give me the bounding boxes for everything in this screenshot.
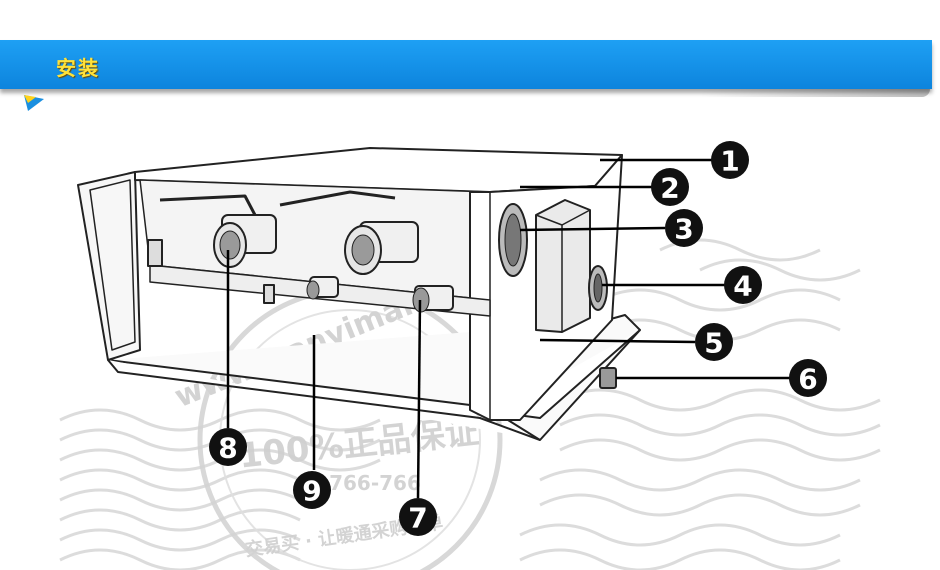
svg-text:5: 5 <box>704 327 723 360</box>
valve-left <box>213 214 277 268</box>
callout-2: 2 <box>651 168 689 206</box>
callout-8: 8 <box>209 428 247 466</box>
leader-lines <box>226 158 790 499</box>
callout-6: 6 <box>789 359 827 397</box>
svg-text:2: 2 <box>660 172 679 205</box>
valve-right <box>344 221 419 275</box>
control-box <box>535 199 591 333</box>
callout-7: 7 <box>399 498 437 536</box>
callout-1: 1 <box>711 141 749 179</box>
header-arrow-icon <box>24 95 44 111</box>
callout-5: 5 <box>695 323 733 361</box>
unit-illustration <box>77 147 641 441</box>
drain-fitting <box>599 367 617 389</box>
svg-text:8: 8 <box>218 432 237 465</box>
callout-3: 3 <box>665 209 703 247</box>
small-fitting-left <box>306 276 339 300</box>
svg-text:3: 3 <box>674 213 693 246</box>
callout-4: 4 <box>724 266 762 304</box>
svg-text:7: 7 <box>408 502 427 535</box>
section-title: 安装 <box>56 56 100 80</box>
svg-text:6: 6 <box>798 363 817 396</box>
svg-text:4: 4 <box>733 270 752 303</box>
callout-9: 9 <box>293 471 331 509</box>
svg-text:1: 1 <box>720 145 739 178</box>
header-bar: 安装 <box>0 40 932 89</box>
watermark-phone: 766-766 <box>329 471 421 495</box>
header-shadow <box>700 89 930 97</box>
wavy-background <box>59 238 881 570</box>
svg-text:9: 9 <box>302 475 321 508</box>
